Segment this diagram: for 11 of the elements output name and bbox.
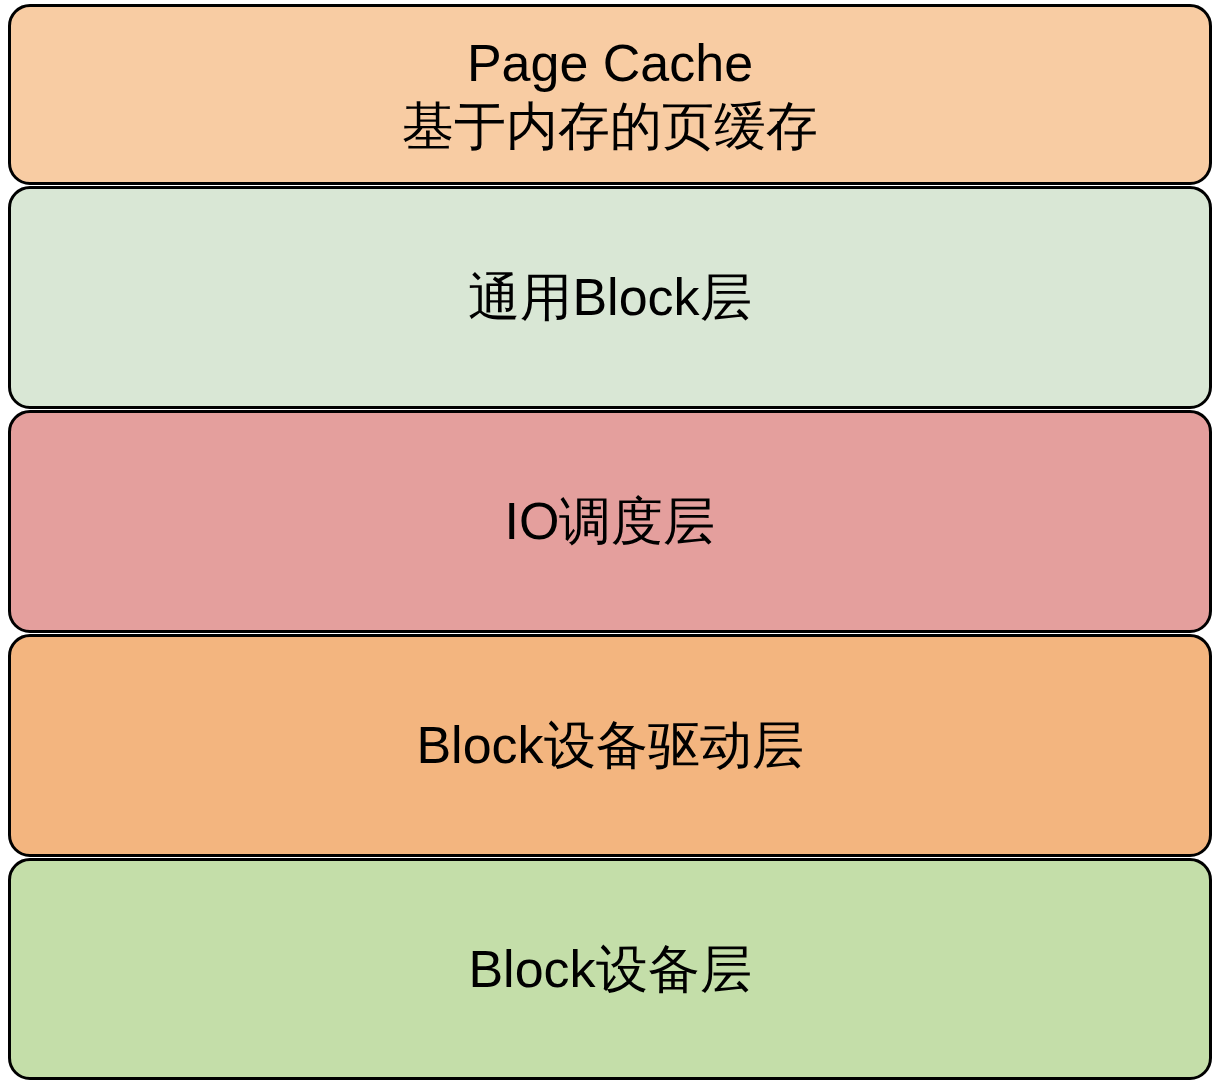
layer-label: IO调度层 [504,491,716,553]
layer-label: 基于内存的页缓存 [402,95,818,157]
layer-box [8,4,1212,185]
layer-box [8,410,1212,633]
layer-label: Block设备驱动层 [416,715,804,777]
layer-label: 通用Block层 [468,267,752,329]
layer-box [8,858,1212,1080]
layer-box [8,186,1212,409]
layer-label: Page Cache [466,33,754,95]
layer-label: Block设备层 [468,938,752,1000]
layer-box [8,634,1212,857]
